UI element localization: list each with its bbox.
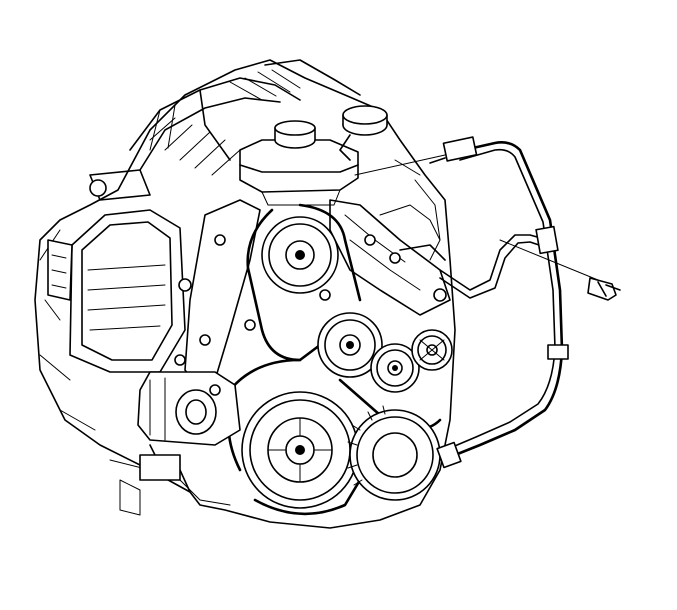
tensioner-pulley <box>370 343 420 393</box>
power-steering-pulley <box>261 216 339 294</box>
coolant-reservoir <box>239 120 359 206</box>
throttle-body-housing <box>47 169 186 373</box>
accessory-bracket <box>174 199 451 391</box>
fitting-leader-line <box>354 154 446 176</box>
bolt <box>499 239 621 301</box>
engine-details <box>119 159 441 516</box>
ac-line <box>429 136 569 469</box>
left-accessory <box>137 371 241 493</box>
filler-cap <box>339 105 388 161</box>
idler-pulley <box>317 312 383 378</box>
serpentine-belt <box>227 203 442 516</box>
crankshaft-balancer <box>241 391 359 509</box>
generator-pulley <box>411 329 453 371</box>
ac-compressor <box>347 405 441 501</box>
intake-manifold <box>129 59 361 176</box>
